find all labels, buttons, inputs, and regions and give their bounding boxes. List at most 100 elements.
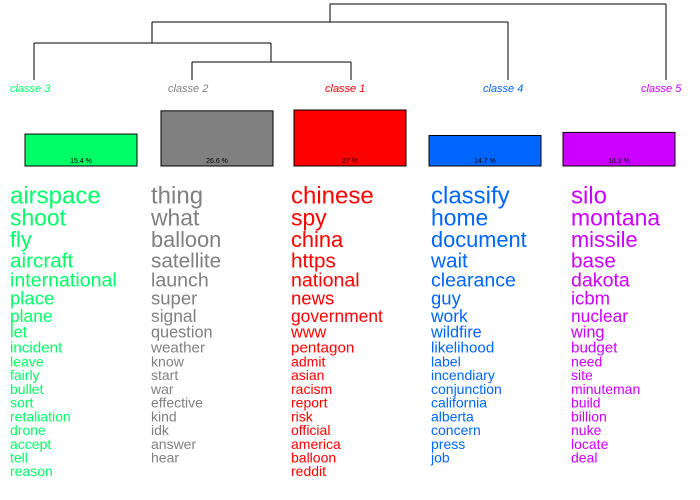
class-word: government bbox=[291, 306, 383, 326]
class-word: nuclear bbox=[571, 306, 628, 326]
class-word: idk bbox=[151, 422, 170, 438]
class-label: classe 2 bbox=[168, 83, 208, 95]
class-word: montana bbox=[571, 205, 660, 231]
class-word: know bbox=[151, 353, 185, 369]
class-word: tell bbox=[10, 449, 28, 465]
class-word: report bbox=[291, 395, 328, 411]
class-word: site bbox=[571, 367, 593, 383]
class-word: incident bbox=[10, 340, 63, 357]
class-word: likelihood bbox=[431, 340, 494, 357]
class-label: classe 1 bbox=[325, 83, 365, 95]
class-word: home bbox=[431, 205, 488, 231]
class-word: answer bbox=[151, 436, 196, 452]
class-word: kind bbox=[151, 408, 177, 424]
class-word: chinese bbox=[291, 182, 374, 209]
class-word: shoot bbox=[10, 205, 67, 231]
class-word: war bbox=[150, 381, 174, 397]
class-word: national bbox=[291, 270, 360, 292]
class-word: risk bbox=[291, 408, 314, 424]
class-word: thing bbox=[151, 182, 203, 209]
class-word: america bbox=[291, 436, 341, 452]
bar-value-label: 16.2 % bbox=[608, 158, 630, 165]
class-word: classify bbox=[431, 182, 510, 209]
class-word: plane bbox=[10, 306, 53, 326]
class-bar bbox=[562, 131, 676, 167]
class-word: signal bbox=[151, 306, 196, 326]
class-word: need bbox=[571, 353, 602, 369]
class-word: concern bbox=[431, 422, 481, 438]
class-word: international bbox=[10, 270, 117, 292]
class-word: fly bbox=[10, 227, 32, 252]
class-word: www bbox=[290, 324, 327, 342]
class-word: locate bbox=[571, 436, 609, 452]
class-word: job bbox=[430, 449, 450, 465]
class-word: nuke bbox=[571, 422, 602, 438]
class-word: alberta bbox=[431, 408, 474, 424]
class-word: work bbox=[430, 306, 468, 326]
class-word: incendiary bbox=[431, 367, 495, 383]
class-word: budget bbox=[571, 340, 618, 357]
class-word: https bbox=[291, 249, 336, 272]
class-word: wait bbox=[430, 249, 468, 272]
class-word: wildfire bbox=[430, 324, 482, 342]
class-word: weather bbox=[150, 340, 205, 357]
class-bar bbox=[293, 109, 407, 167]
class-word: china bbox=[291, 227, 344, 252]
class-word: what bbox=[150, 205, 200, 231]
class-word: satellite bbox=[151, 249, 221, 272]
class-word: reddit bbox=[291, 463, 326, 479]
class-word: label bbox=[431, 353, 461, 369]
class-word: airspace bbox=[10, 182, 101, 209]
bar-value-label: 26.6 % bbox=[206, 158, 228, 165]
class-bar bbox=[428, 135, 542, 167]
class-word: guy bbox=[431, 288, 462, 309]
class-bar bbox=[24, 133, 138, 167]
class-word: admit bbox=[291, 353, 326, 369]
class-word: deal bbox=[571, 449, 597, 465]
bar-value-label: 27 % bbox=[342, 158, 358, 165]
class-word: super bbox=[151, 288, 197, 309]
class-word: news bbox=[291, 288, 334, 309]
class-word: question bbox=[151, 324, 213, 342]
class-word: california bbox=[431, 395, 487, 411]
class-word: press bbox=[431, 436, 465, 452]
class-word: balloon bbox=[291, 449, 336, 465]
class-word: document bbox=[431, 227, 527, 252]
class-word: drone bbox=[10, 422, 46, 438]
bar-value-label: 15.4 % bbox=[70, 158, 92, 165]
class-label: classe 5 bbox=[641, 83, 682, 95]
class-word: pentagon bbox=[291, 340, 354, 357]
class-word: spy bbox=[291, 205, 327, 231]
class-word: sort bbox=[10, 395, 33, 411]
class-word: effective bbox=[151, 395, 203, 411]
class-word: retaliation bbox=[10, 408, 71, 424]
class-word: official bbox=[291, 422, 330, 438]
class-word: minuteman bbox=[571, 381, 640, 397]
class-word: asian bbox=[291, 367, 324, 383]
class-word: billion bbox=[571, 408, 607, 424]
class-word: balloon bbox=[151, 227, 221, 252]
bar-value-label: 14.7 % bbox=[474, 158, 496, 165]
class-word: bullet bbox=[10, 381, 44, 397]
class-bar bbox=[160, 110, 274, 167]
class-word: icbm bbox=[571, 288, 610, 309]
class-word: clearance bbox=[431, 270, 516, 292]
class-word: missile bbox=[571, 227, 638, 252]
class-word: hear bbox=[151, 449, 179, 465]
class-word: launch bbox=[151, 270, 209, 292]
class-word: wing bbox=[570, 324, 605, 342]
class-word: reason bbox=[10, 463, 53, 479]
class-word: silo bbox=[571, 182, 607, 209]
class-word: start bbox=[151, 367, 178, 383]
class-word: aircraft bbox=[10, 249, 73, 272]
class-word: build bbox=[571, 395, 601, 411]
class-label: classe 4 bbox=[483, 83, 523, 95]
class-word: accept bbox=[10, 436, 51, 452]
class-word: dakota bbox=[571, 270, 630, 292]
class-word: base bbox=[571, 249, 616, 272]
class-word: let bbox=[10, 324, 28, 342]
class-word: racism bbox=[291, 381, 332, 397]
class-word: conjunction bbox=[431, 381, 502, 397]
class-label: classe 3 bbox=[10, 83, 51, 95]
